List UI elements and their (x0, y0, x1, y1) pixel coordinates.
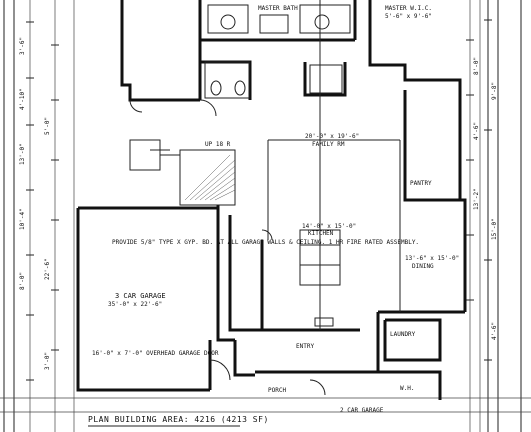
dim-right-2: 13'-2" (473, 188, 480, 210)
dim-right-5: 4'-6" (491, 322, 498, 340)
right-dimension-ticks (466, 19, 492, 361)
label-wic-size: 5'-6" x 9'-6" (385, 13, 432, 20)
plan-area-title: PLAN BUILDING AREA: 4216 (4213 SF) (88, 415, 269, 424)
dim-left-7: 3'-0" (44, 352, 51, 370)
label-garage-2car: 2 CAR GARAGE (340, 407, 384, 414)
label-kitchen: KITCHEN (308, 230, 334, 237)
dim-right-4: 15'-0" (491, 218, 498, 240)
label-master-wic: MASTER W.I.C. (385, 5, 432, 12)
exterior-walls (76, 0, 467, 400)
dim-left-5: 22'-6" (44, 258, 51, 280)
right-dimension-labels: 8'-0" 4'-6" 13'-2" 9'-8" 15'-0" 4'-6" (473, 57, 498, 340)
label-dining: DINING (412, 263, 434, 270)
plan-notes: PROVIDE 5/8" TYPE X GYP. BD. AT ALL GARA… (92, 141, 432, 392)
dim-right-0: 8'-0" (473, 57, 480, 75)
label-porch: PORCH (268, 387, 286, 394)
note-pantry: PANTRY (410, 180, 432, 187)
label-garage-size: 35'-0" x 22'-6" (108, 301, 162, 308)
note-garage-door: 16'-0" x 7'-0" OVERHEAD GARAGE DOOR (92, 350, 219, 357)
label-family-room: FAMILY RM (312, 141, 345, 148)
detail-lines (129, 0, 401, 330)
note-garage: PROVIDE 5/8" TYPE X GYP. BD. AT ALL GARA… (112, 239, 419, 246)
dim-right-1: 4'-6" (473, 122, 480, 140)
left-dimension-labels: 3'-6" 4'-10" 13'-0" 10'-4" 8'-0" 22'-6" … (19, 37, 51, 370)
dim-right-3: 9'-8" (491, 82, 498, 100)
label-laundry: LAUNDRY (390, 331, 416, 338)
note-wh: W.H. (400, 385, 414, 392)
dim-left-6: 5'-0" (44, 117, 51, 135)
note-stair: UP 18 R (205, 141, 231, 148)
label-dining-size: 13'-6" x 15'-0" (405, 255, 459, 262)
note-garage-text: PROVIDE 5/8" TYPE X GYP. BD. AT ALL GARA… (112, 239, 419, 246)
door-swings (129, 99, 326, 396)
label-family-size: 20'-0" x 19'-6" (305, 133, 359, 140)
room-labels: MASTER BATH MASTER W.I.C. 5'-6" x 9'-6" … (108, 5, 459, 414)
dim-left-2: 13'-0" (19, 143, 26, 165)
stair (179, 149, 236, 206)
left-dimension-ticks (26, 21, 59, 381)
dim-left-0: 3'-6" (19, 37, 26, 55)
label-kitchen-size: 14'-0" x 15'-0" (302, 223, 356, 230)
label-entry: ENTRY (296, 343, 314, 350)
dim-left-3: 10'-4" (19, 208, 26, 230)
label-master-bath: MASTER BATH (258, 5, 298, 12)
dim-left-4: 8'-0" (19, 272, 26, 290)
label-garage-3car: 3 CAR GARAGE (115, 292, 166, 300)
dim-left-1: 4'-10" (19, 88, 26, 110)
